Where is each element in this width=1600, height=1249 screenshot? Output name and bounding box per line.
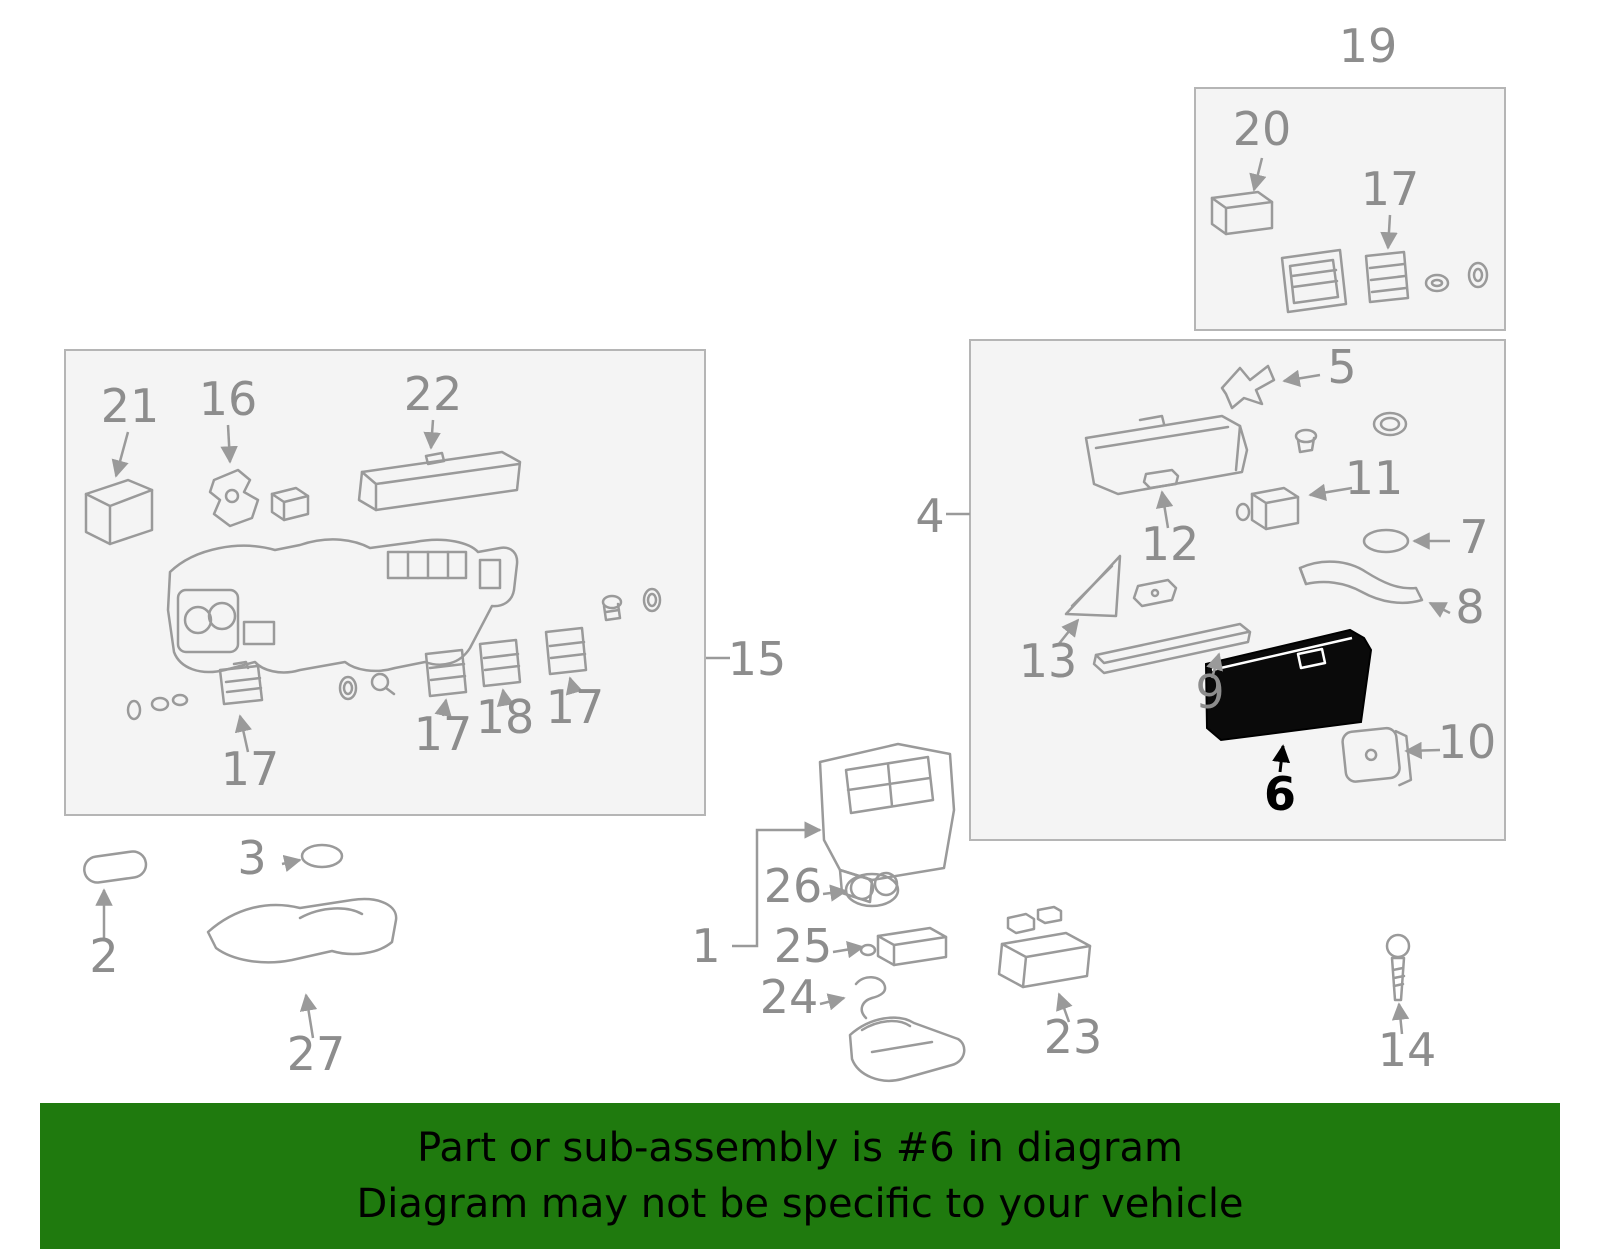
part-6-highlighted-drawing <box>1204 628 1373 742</box>
part-3-oval-drawing <box>300 843 344 869</box>
group-box-19 <box>1194 87 1506 331</box>
part-5-drawing <box>1220 364 1276 410</box>
ring-cluster-drawing <box>126 693 189 721</box>
callout-12: 12 <box>1141 517 1200 571</box>
part-16-drawing <box>208 468 260 528</box>
banner-line-2: Diagram may not be specific to your vehi… <box>356 1181 1244 1227</box>
part-21-drawing <box>84 478 154 546</box>
callout-5: 5 <box>1327 340 1356 394</box>
callout-8: 8 <box>1455 580 1484 634</box>
part-25-bin-drawing <box>859 926 948 967</box>
part-17-vent-box19 <box>1364 250 1410 304</box>
callout-23: 23 <box>1044 1010 1103 1064</box>
callout-16: 16 <box>199 372 258 426</box>
callout-9: 9 <box>1195 665 1224 719</box>
callout-13: 13 <box>1019 634 1078 688</box>
cap-drawing-box4 <box>1372 411 1408 437</box>
group-box-15 <box>64 349 706 816</box>
callout-2: 2 <box>89 929 118 983</box>
callout-24: 24 <box>760 970 819 1024</box>
instrument-panel-drawing <box>166 538 519 674</box>
highlight-arrow <box>1272 744 1291 773</box>
part-13-felt-drawing <box>1064 554 1122 618</box>
bulb-ring-drawing <box>338 672 396 701</box>
callout-labels: 19 20 17 21 16 22 15 17 17 18 17 4 5 11 … <box>89 19 1496 1081</box>
callout-14: 14 <box>1378 1023 1437 1077</box>
callout-21: 21 <box>101 379 160 433</box>
part-17-vent-lower-left <box>218 660 264 706</box>
leader-lines <box>95 157 1451 1039</box>
part-18-vent <box>478 638 522 688</box>
part-23-tray-drawing <box>997 905 1092 989</box>
callout-4: 4 <box>915 489 944 543</box>
callout-1: 1 <box>691 919 720 973</box>
part-14-clip-drawing <box>1385 933 1411 1002</box>
group-box-4 <box>969 339 1506 841</box>
part-17-vent-b <box>544 626 588 676</box>
bolt-drawing-box15 <box>601 587 662 622</box>
floor-duct-drawing <box>848 1016 966 1082</box>
info-banner: Part or sub-assembly is #6 in diagram Di… <box>40 1103 1560 1249</box>
callout-18: 18 <box>476 690 535 744</box>
part-24-bracket-drawing <box>854 976 887 1020</box>
small-cube-drawing <box>270 486 310 522</box>
part-17-vent-a <box>424 648 468 698</box>
callout-11: 11 <box>1345 451 1404 505</box>
callout-19: 19 <box>1339 19 1398 73</box>
glove-box-upper-drawing <box>1084 414 1249 496</box>
callout-17-vent-a: 17 <box>414 707 473 761</box>
banner-line-1: Part or sub-assembly is #6 in diagram <box>417 1125 1183 1171</box>
callout-26: 26 <box>764 859 823 913</box>
part-20-drawing <box>1210 190 1274 236</box>
part-27-trim-drawing <box>206 897 398 964</box>
callout-3: 3 <box>237 831 266 885</box>
callout-25: 25 <box>774 919 833 973</box>
callout-17-box19: 17 <box>1361 162 1420 216</box>
part-11-drawing <box>1235 486 1300 531</box>
callout-10: 10 <box>1438 715 1497 769</box>
callout-6-highlighted: 6 <box>1264 767 1296 821</box>
part-12-latch-drawing <box>1132 578 1178 608</box>
callout-22: 22 <box>404 367 463 421</box>
callout-7: 7 <box>1459 510 1488 564</box>
vent-drawing-box19-left <box>1280 248 1348 314</box>
callout-15: 15 <box>728 632 787 686</box>
part-2-drawing <box>83 850 148 884</box>
callout-27: 27 <box>287 1027 346 1081</box>
part-7-oval-drawing <box>1362 528 1410 554</box>
screw-drawing-box4 <box>1294 428 1318 454</box>
callout-20: 20 <box>1233 102 1292 156</box>
callout-17-lower-left: 17 <box>221 742 280 796</box>
part-9-rail-drawing <box>1092 622 1252 675</box>
part-8-duct-drawing <box>1298 560 1424 604</box>
console-drawing <box>818 742 956 904</box>
part-26-cupholder-drawing <box>844 871 900 908</box>
callout-17-vent-b: 17 <box>546 680 605 734</box>
part-22-drawing <box>357 450 522 512</box>
bolt-drawing-box19 <box>1424 261 1489 293</box>
